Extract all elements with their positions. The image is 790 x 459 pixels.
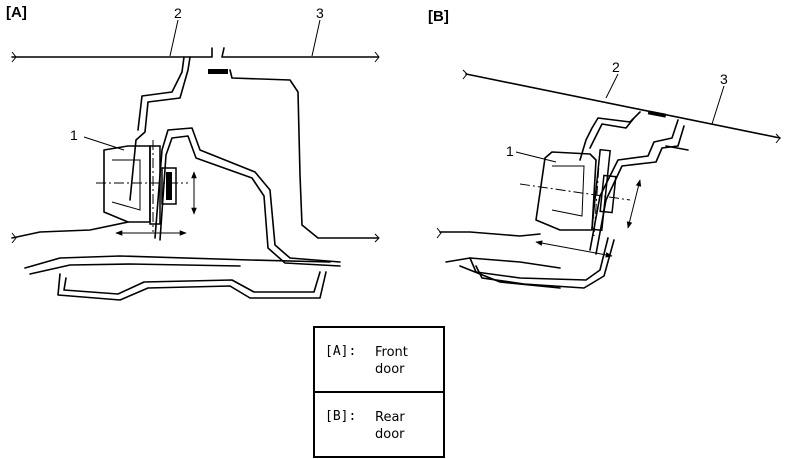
legend-row-rear: [B]: Rear door [314, 391, 444, 457]
legend-table: [A]: Front door [B]: Rear door [313, 326, 445, 458]
legend-key: [B]: [325, 409, 357, 424]
panel-b-drawing: 1 2 3 [436, 59, 781, 289]
callout-b-3: 3 [720, 71, 728, 87]
callout-b-1: 1 [506, 143, 514, 159]
legend-value: Front door [375, 345, 408, 377]
legend-key: [A]: [325, 344, 357, 359]
legend-row-front: [A]: Front door [314, 327, 444, 392]
panel-a-drawing: 1 2 3 [11, 5, 380, 301]
legend-value: Rear door [375, 410, 405, 442]
callout-a-2: 2 [174, 5, 182, 21]
callout-a-1: 1 [70, 127, 78, 143]
callout-b-2: 2 [612, 59, 620, 75]
callout-a-3: 3 [316, 5, 324, 21]
panel-a-label: [A] [6, 4, 27, 21]
panel-b-label: [B] [428, 8, 449, 25]
